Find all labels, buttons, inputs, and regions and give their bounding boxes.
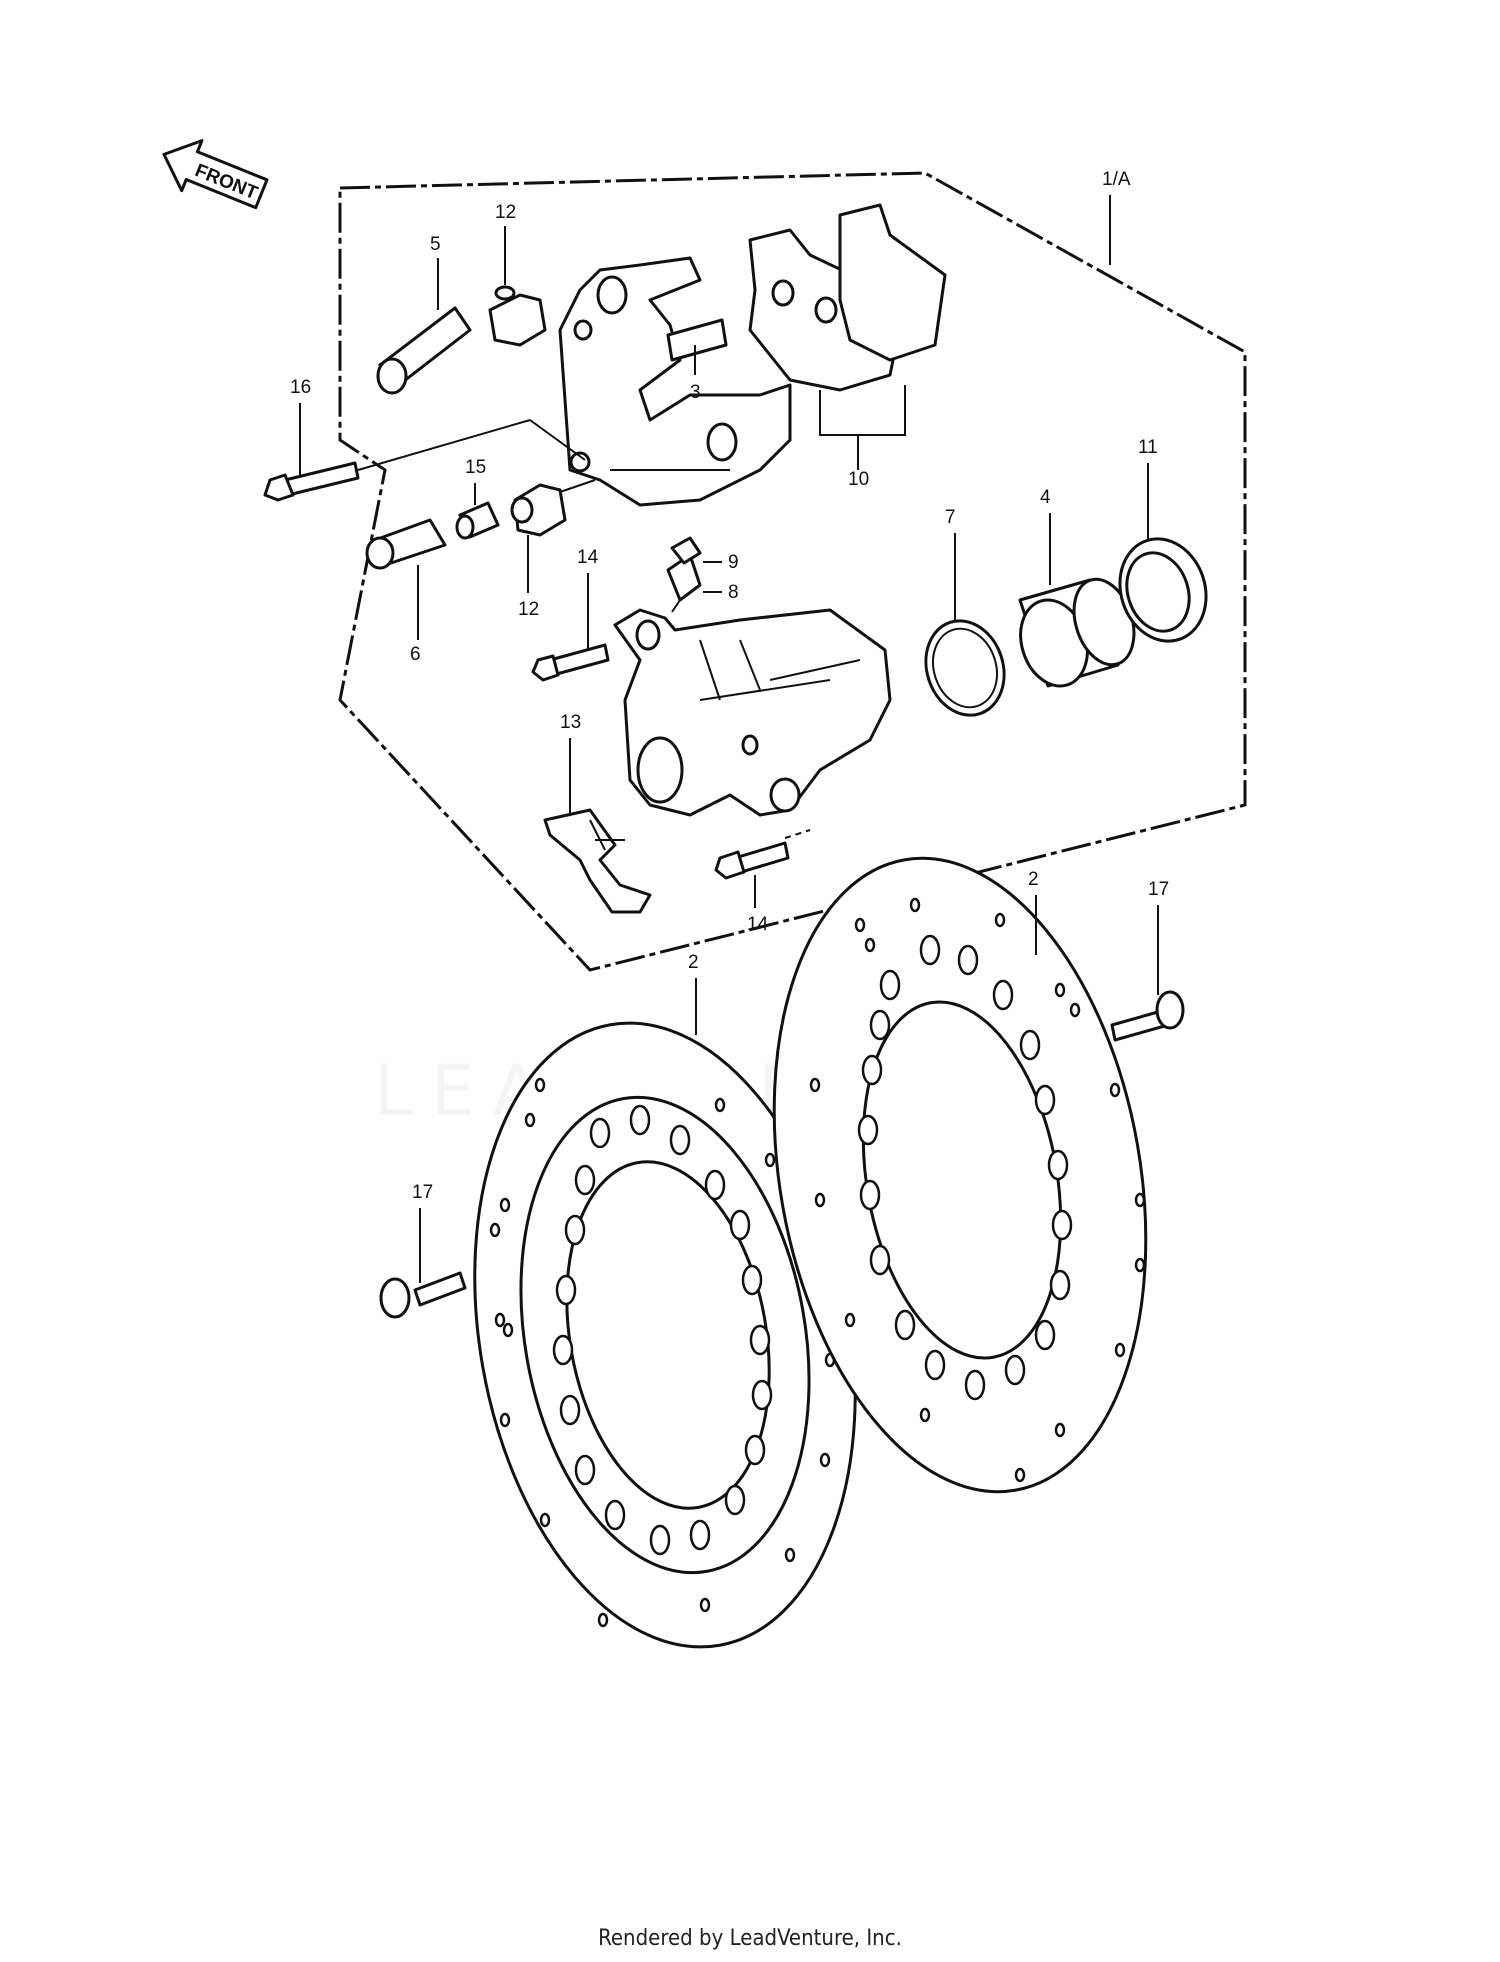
slide-pin-5 xyxy=(376,306,472,395)
callout-1a: 1/A xyxy=(1102,169,1131,190)
pad-shim-3 xyxy=(666,318,728,362)
slide-pin-6 xyxy=(365,518,447,570)
bolt-14-upper xyxy=(531,643,610,682)
callout-11: 11 xyxy=(1138,437,1158,458)
caliper-body xyxy=(613,608,892,817)
brake-disc-2-rear xyxy=(772,856,1148,1494)
piston-4 xyxy=(1018,577,1136,688)
assembly-boundary xyxy=(338,171,1247,972)
bleeder-cap-9 xyxy=(670,536,702,565)
callout-2-front: 2 xyxy=(688,952,699,973)
piston-seal-7 xyxy=(924,619,1006,717)
alignment-line-12b xyxy=(559,479,596,493)
bolt-14-lower xyxy=(714,841,790,880)
alignment-line-16b xyxy=(529,419,586,461)
callout-17-right: 17 xyxy=(1148,879,1169,900)
alignment-line-14b xyxy=(784,829,811,839)
callout-17-left: 17 xyxy=(412,1182,433,1203)
callout-5: 5 xyxy=(430,234,441,255)
footer-credit: Rendered by LeadVenture, Inc. xyxy=(598,1926,902,1951)
callout-4: 4 xyxy=(1040,487,1051,508)
callout-12-upper: 12 xyxy=(495,202,516,223)
disc-bolt-17-left xyxy=(379,1271,467,1319)
callout-8: 8 xyxy=(728,582,739,603)
callout-13: 13 xyxy=(560,712,581,733)
rubber-boot-12-lower xyxy=(510,483,567,537)
brake-disc-2-front xyxy=(473,1021,857,1649)
leader-10-bracket xyxy=(819,385,906,436)
rubber-boot-12-upper xyxy=(488,285,547,347)
front-arrow-icon: FRONT xyxy=(162,139,269,210)
callout-15: 15 xyxy=(465,457,486,478)
disc-bolt-17-right xyxy=(1110,990,1185,1042)
callout-14-upper: 14 xyxy=(577,547,599,568)
callout-6: 6 xyxy=(410,644,421,665)
dust-seal-11 xyxy=(1118,537,1208,643)
pad-spring-13 xyxy=(543,808,652,914)
caliper-bracket xyxy=(558,256,792,507)
callout-10: 10 xyxy=(848,469,869,490)
callout-14-lower: 14 xyxy=(747,914,769,935)
alignment-line-16 xyxy=(357,419,531,471)
callout-7: 7 xyxy=(945,507,956,528)
callout-9: 9 xyxy=(728,552,739,573)
brake-pads-10 xyxy=(748,203,947,392)
sleeve-15 xyxy=(455,501,500,540)
callout-3: 3 xyxy=(690,382,701,403)
callout-16: 16 xyxy=(290,377,311,398)
callout-12-lower: 12 xyxy=(518,599,539,620)
bolt-16 xyxy=(263,461,360,502)
callout-2-rear: 2 xyxy=(1028,869,1039,890)
